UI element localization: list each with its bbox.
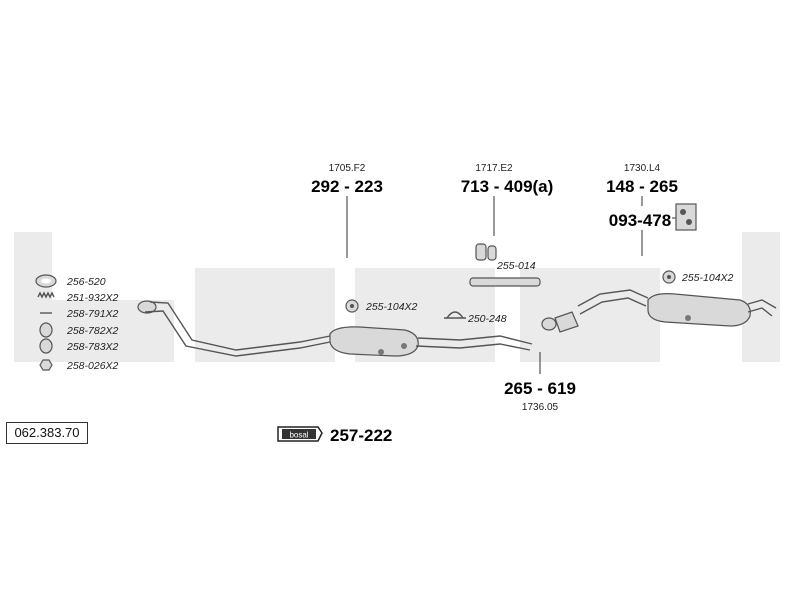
part-code-1: 292 - 223: [311, 177, 383, 196]
part-label-255-014: 255-014: [496, 260, 536, 272]
ref-label-3: 1730.L4: [624, 163, 661, 174]
kit-label-5: 258-783X2: [66, 341, 119, 353]
part-label-clamp: 250-248: [467, 313, 507, 325]
brand-plate-code: 257-222: [330, 426, 392, 445]
ref-label-1: 1705.F2: [329, 163, 366, 174]
part-code-3: 148 - 265: [606, 177, 678, 196]
catalog-number: 062.383.70: [6, 422, 88, 444]
front-pipe: [137, 300, 331, 357]
rear-silencer: [577, 289, 777, 327]
kit-label-4: 258-782X2: [66, 325, 119, 337]
leader-lines: [346, 196, 678, 374]
kit-label-2: 251-932X2: [66, 292, 119, 304]
part-label-mount-2: 255-104X2: [681, 272, 734, 284]
mount-icons: [345, 270, 676, 313]
brand-plate-logo: bosal: [289, 431, 308, 440]
kit-label-3: 258-791X2: [66, 308, 119, 320]
ref-label-2: 1717.E2: [475, 163, 513, 174]
kit-label-6: 258-026X2: [66, 360, 119, 372]
bracket-code: 093-478: [609, 211, 671, 230]
middle-pipe: [469, 243, 541, 287]
centre-silencer: [329, 326, 533, 357]
part-label-mount-1: 255-104X2: [365, 301, 418, 313]
brand-plate: bosal: [277, 426, 323, 442]
clamp-part: [444, 311, 466, 319]
bracket-part: [675, 203, 697, 231]
part-code-2: 713 - 409(a): [461, 177, 554, 196]
fitting-kit-icons: [35, 274, 57, 371]
kit-label-1: 256-520: [66, 276, 106, 288]
connector-part: [541, 311, 579, 333]
part-code-4: 265 - 619: [504, 379, 576, 398]
ref-label-4: 1736.05: [522, 402, 559, 413]
